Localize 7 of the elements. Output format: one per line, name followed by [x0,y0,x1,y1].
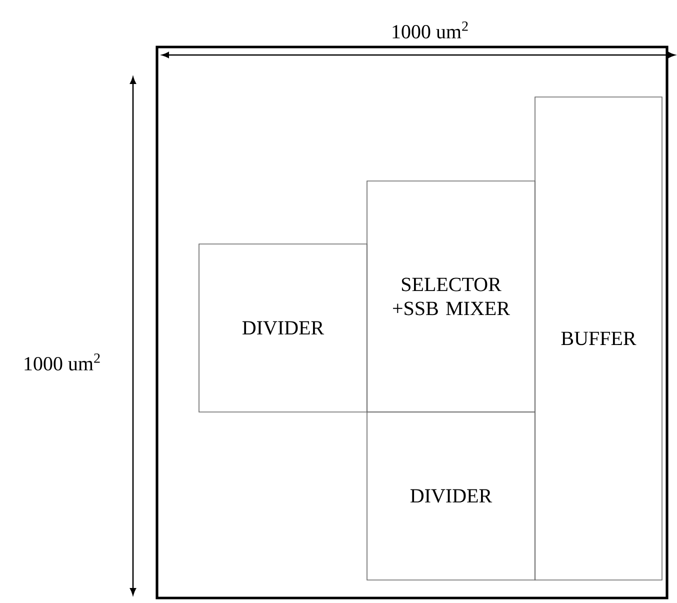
block-box: BUFFER [534,96,662,580]
block-box: SELECTOR +SSB MIXER [366,180,536,412]
dimension-label: 1000 um$^{2}$ [392,22,468,38]
dimension-label: 1000 um$^{2}$ [24,354,100,370]
block-box: DIVIDER [198,244,368,412]
block-box: DIVIDER [366,412,536,580]
chip-outline [156,46,668,600]
